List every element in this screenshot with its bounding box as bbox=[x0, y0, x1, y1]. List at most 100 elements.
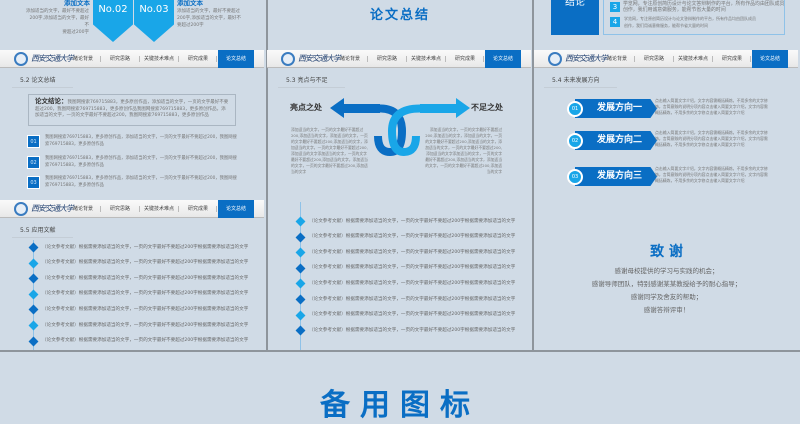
reference-item: （论文参考文献）根据需要添加适当的文字，一页的文字最好不要超过200字根据需要添… bbox=[42, 244, 249, 250]
reference-item: （论文参考文献）根据需要添加适当的文字，一页的文字最好不要超过200字根据需要添… bbox=[309, 296, 516, 302]
nav-separator bbox=[139, 206, 140, 212]
item-text: 我图网搜索769715883，更多原创作品，添加适当的文字，一页的文字最好不要超… bbox=[45, 176, 237, 188]
nav-bar: 西安交通大学绪论背景研究思路关键技术难点研究成果论文总结 bbox=[267, 50, 531, 68]
reference-bullet-icon bbox=[28, 242, 39, 253]
nav-tab[interactable]: 绪论背景 bbox=[72, 206, 93, 212]
nav-tab[interactable]: 关键技术难点 bbox=[143, 56, 174, 62]
slide-title-partial: 论文总结 bbox=[370, 8, 431, 23]
nav-tab[interactable]: 研究成果 bbox=[187, 56, 208, 62]
university-logo-icon bbox=[281, 52, 295, 66]
direction-button[interactable]: 发展方向一 bbox=[575, 99, 657, 118]
nav-tab[interactable]: 绪论背景 bbox=[72, 56, 93, 62]
item-text: 我图网搜索769715883，更多原创作品，添加适当的文字，一页的文字最好不要超… bbox=[45, 135, 237, 147]
bottom-title: 备用图标 bbox=[320, 388, 480, 423]
section-title: 5.5 应用文献 bbox=[12, 225, 74, 238]
reference-bullet-icon bbox=[295, 278, 306, 289]
nav-tab[interactable]: 研究思路 bbox=[109, 206, 130, 212]
nav-tab[interactable]: 关键技术难点 bbox=[143, 206, 174, 212]
reference-item: （论文参考文献）根据需要添加适当的文字，一页的文字最好不要超过200字根据需要添… bbox=[309, 327, 516, 333]
direction-number: 01 bbox=[567, 100, 583, 117]
direction-button[interactable]: 发展方向二 bbox=[575, 131, 657, 150]
nav-tab[interactable]: 绪论背景 bbox=[339, 56, 360, 62]
direction-text: 点击输入简要文字介绍，文字内容需概括精炼，不用多余的文字修饰，言简意赅的说明分项… bbox=[655, 98, 768, 116]
nav-tab[interactable]: 论文总结 bbox=[218, 200, 254, 218]
nav-separator bbox=[483, 56, 484, 62]
reference-item: （论文参考文献）根据需要添加适当的文字，一页的文字最好不要超过200字根据需要添… bbox=[309, 249, 516, 255]
nav-tab[interactable]: 论文总结 bbox=[218, 50, 254, 68]
university-logo-text: 西安交通大学 bbox=[31, 54, 74, 63]
reference-bullet-icon bbox=[295, 232, 306, 243]
slide-partial-top-left: 添加文本 添加适当的文字，最好不要超过 200字,添加适当的文字，最好不 要超过… bbox=[0, 0, 266, 50]
nav-tab[interactable]: 研究思路 bbox=[643, 56, 664, 62]
item-number: 3 bbox=[610, 2, 620, 12]
highlights-text: 添加适当的文字，一页的文字最好不要超过200,添加适当的文字，添加适当的文字，一… bbox=[291, 127, 368, 174]
reference-bullet-icon bbox=[295, 310, 306, 321]
nav-tab[interactable]: 研究思路 bbox=[376, 56, 397, 62]
nav-separator bbox=[216, 56, 217, 62]
section-title: 5.4 未来发展方向 bbox=[544, 75, 618, 88]
highlights-label: 亮点之处 bbox=[290, 103, 322, 112]
section-title: 5.2 论文总结 bbox=[12, 75, 74, 88]
right-arrow-icon bbox=[420, 98, 470, 118]
right-arrow-loop bbox=[387, 104, 421, 157]
reference-item: （论文参考文献）根据需要添加适当的文字，一页的文字最好不要超过200字根据需要添… bbox=[42, 338, 249, 344]
badge-no03: No.03 bbox=[134, 0, 174, 42]
reference-bullet-icon bbox=[295, 247, 306, 258]
nav-separator bbox=[406, 56, 407, 62]
conclusion-label-box: 结论 bbox=[551, 0, 599, 35]
conclusion-items-box: 3 学览网，专注原创简历设计与论文答辩制作的平台，所有作品均由团队成员创作，我们… bbox=[603, 0, 785, 35]
nav-separator bbox=[216, 206, 217, 212]
reference-item: （论文参考文献）根据需要添加适当的文字，一页的文字最好不要超过200字根据需要添… bbox=[309, 265, 516, 271]
reference-item: （论文参考文献）根据需要添加适当的文字，一页的文字最好不要超过200字根据需要添… bbox=[309, 218, 516, 224]
reference-bullet-icon bbox=[28, 273, 39, 284]
reference-bullet-icon bbox=[28, 258, 39, 269]
nav-separator bbox=[139, 56, 140, 62]
reference-bullet-icon bbox=[28, 336, 39, 347]
reference-bullet-icon bbox=[28, 289, 39, 300]
reference-item: （论文参考文献）根据需要添加适当的文字，一页的文字最好不要超过200字根据需要添… bbox=[42, 306, 249, 312]
nav-tab[interactable]: 绪论背景 bbox=[606, 56, 627, 62]
nav-tab[interactable]: 关键技术难点 bbox=[410, 56, 441, 62]
conclusion-label: 论文结论： bbox=[35, 97, 68, 105]
reference-item: （论文参考文献）根据需要添加适当的文字，一页的文字最好不要超过200字根据需要添… bbox=[309, 312, 516, 318]
nav-tab[interactable]: 论文总结 bbox=[485, 50, 521, 68]
conclusion-text: 我图网搜索769715883，更多原创作品，添加适当的文字，一页的文字最好不要超… bbox=[35, 100, 229, 118]
heading-left: 添加文本 bbox=[64, 0, 90, 7]
direction-text: 点击输入简要文字介绍，文字内容需概括精炼，不用多余的文字修饰，言简意赅的说明分项… bbox=[655, 166, 768, 184]
reference-bullet-icon bbox=[295, 216, 306, 227]
reference-item: （论文参考文献）根据需要添加适当的文字，一页的文字最好不要超过200字根据需要添… bbox=[42, 275, 249, 281]
nav-separator bbox=[100, 206, 101, 212]
section-title: 5.3 亮点与不足 bbox=[278, 75, 346, 88]
text-right: 添加适当的文字，最好不要超过 200字,添加适当的文字，最好不 要超过200字 bbox=[177, 9, 242, 28]
direction-text: 点击输入简要文字介绍，文字内容需概括精炼，不用多余的文字修饰，言简意赅的说明分项… bbox=[655, 130, 768, 148]
nav-tab[interactable]: 研究成果 bbox=[721, 56, 742, 62]
thanks-title: 致 谢 bbox=[650, 244, 683, 260]
nav-tab[interactable]: 研究成果 bbox=[454, 56, 475, 62]
reference-item: （论文参考文献）根据需要添加适当的文字，一页的文字最好不要超过200字根据需要添… bbox=[309, 280, 516, 286]
conclusion-box: 论文结论：我图网搜索769715883，更多原创作品，添加适当的文字，一页的文字… bbox=[28, 94, 236, 126]
nav-tab[interactable]: 关键技术难点 bbox=[677, 56, 708, 62]
nav-separator bbox=[178, 56, 179, 62]
nav-separator bbox=[367, 56, 368, 62]
nav-bar: 西安交通大学绪论背景 研究思路 关键技术难点 研究成果 论文总结 bbox=[0, 50, 264, 68]
nav-bar: 西安交通大学绪论背景研究思路关键技术难点研究成果论文总结 bbox=[534, 50, 798, 68]
reference-item: （论文参考文献）根据需要添加适当的文字，一页的文字最好不要超过200字根据需要添… bbox=[42, 322, 249, 328]
reference-bullet-icon bbox=[295, 263, 306, 274]
shortcomings-text: 添加适当的文字，一页的文字最好不要超过200,添加适当的文字，添加适当的文字，一… bbox=[425, 127, 502, 174]
item-text: 学览网，专注原创简历设计与论文答辩制作的平台，所有作品均由团队成员创作，我们用诚… bbox=[623, 1, 785, 13]
reference-bullet-icon bbox=[28, 320, 39, 331]
item-number-badge: 02 bbox=[27, 155, 40, 169]
slide-divider bbox=[532, 0, 534, 352]
nav-tab[interactable]: 论文总结 bbox=[752, 50, 788, 68]
nav-separator bbox=[634, 56, 635, 62]
nav-tab[interactable]: 研究思路 bbox=[109, 56, 130, 62]
text-left: 添加适当的文字，最好不要超过 200字,添加适当的文字，最好不 要超过200字 bbox=[26, 9, 89, 35]
direction-button[interactable]: 发展方向三 bbox=[575, 167, 657, 186]
reference-item: （论文参考文献）根据需要添加适当的文字，一页的文字最好不要超过200字根据需要添… bbox=[309, 234, 516, 240]
university-logo-icon bbox=[14, 202, 28, 216]
thanks-lines: 感谢母校提供的学习与实践的机会； 感谢导师团队，特别感谢某某教授给予的耐心指导；… bbox=[591, 267, 742, 314]
item-number: 4 bbox=[610, 17, 620, 27]
item-number-badge: 03 bbox=[27, 176, 40, 189]
nav-bar: 西安交通大学绪论背景研究思路关键技术难点研究成果论文总结 bbox=[0, 200, 264, 218]
nav-tab[interactable]: 研究成果 bbox=[187, 206, 208, 212]
